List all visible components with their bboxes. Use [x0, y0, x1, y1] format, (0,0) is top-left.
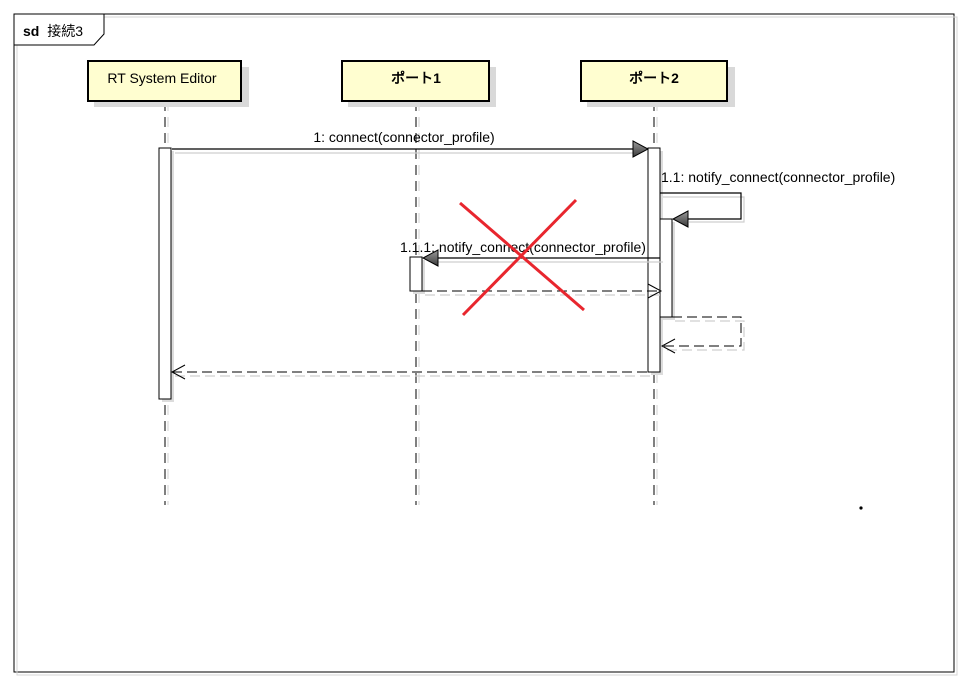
message-label-notify-connect: 1.1: notify_connect(connector_profile): [661, 169, 895, 185]
return-connect[interactable]: [170, 364, 651, 380]
lifeline-header-port1[interactable]: ポート1: [341, 60, 496, 107]
diagram-frame: [13, 13, 958, 676]
frame-title: sd 接続3: [23, 23, 83, 39]
message-label-notify-connect-port1: 1.1.1: notify_connect(connector_profile): [400, 239, 646, 255]
frame-keyword: sd: [23, 23, 39, 39]
message-label-connect: 1: connect(connector_profile): [313, 129, 494, 145]
message-connect[interactable]: 1: connect(connector_profile): [172, 129, 650, 158]
return-notify-connect-port1[interactable]: [422, 283, 663, 299]
activation-port2-nested: [659, 218, 675, 320]
activation-port1: [409, 256, 425, 294]
stray-dot: [859, 506, 863, 510]
lifeline-header-port2[interactable]: ポート2: [580, 60, 735, 107]
arrowhead-open-icon: [660, 338, 676, 354]
arrowhead-filled-icon: [421, 249, 439, 267]
arrowhead-filled-icon: [632, 140, 650, 158]
activation-rtse: [158, 147, 174, 402]
frame-name: 接続3: [47, 23, 83, 39]
activation-port2: [647, 147, 663, 375]
lifeline-title-port2: ポート2: [629, 70, 679, 86]
arrowhead-filled-icon: [671, 210, 689, 228]
message-self-notify-connect[interactable]: 1.1: notify_connect(connector_profile): [660, 169, 895, 228]
lifeline-port1: [415, 101, 420, 505]
arrowhead-open-icon: [170, 364, 186, 380]
message-notify-connect-port1[interactable]: 1.1.1: notify_connect(connector_profile): [400, 239, 663, 267]
frame-tab: sd 接続3: [13, 13, 105, 46]
lifeline-title-rtse: RT System Editor: [107, 70, 217, 86]
lifeline-header-rtse[interactable]: RT System Editor: [87, 60, 249, 107]
return-self-notify-connect[interactable]: [660, 316, 745, 354]
lifeline-title-port1: ポート1: [391, 70, 441, 86]
cross-out-mark: [459, 198, 585, 317]
arrowhead-open-icon: [647, 283, 663, 299]
